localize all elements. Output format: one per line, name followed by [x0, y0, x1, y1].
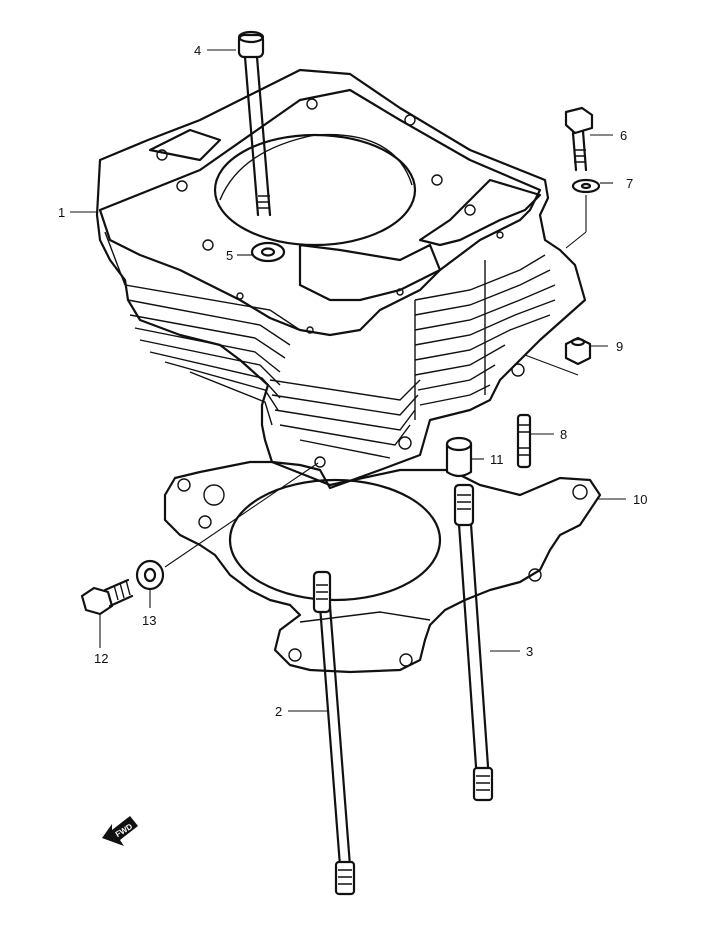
- callout-10: 10: [633, 492, 647, 507]
- nut-9: [564, 336, 592, 366]
- cylinder-base-gasket: [163, 460, 602, 674]
- cylinder-block: [95, 68, 587, 490]
- stud-bolt-3: [453, 483, 494, 802]
- callout-4: 4: [194, 43, 201, 58]
- washer-7: [571, 178, 601, 194]
- callout-8: 8: [560, 427, 567, 442]
- washer-5: [250, 241, 286, 263]
- callout-1: 1: [58, 205, 65, 220]
- forward-arrow-icon: FWD: [102, 816, 138, 846]
- stud-bolt-2: [312, 570, 356, 896]
- callout-11: 11: [490, 452, 504, 467]
- callout-9: 9: [616, 339, 623, 354]
- callout-6: 6: [620, 128, 627, 143]
- callout-2: 2: [275, 704, 282, 719]
- dowel-pin-11: [445, 436, 473, 478]
- stud-bolt-4: [237, 30, 272, 217]
- stud-bolt-8: [516, 413, 532, 469]
- leader-lines: [70, 49, 626, 712]
- callout-13: 13: [142, 613, 156, 628]
- callout-3: 3: [526, 644, 533, 659]
- callout-5: 5: [226, 248, 233, 263]
- callout-7: 7: [626, 176, 633, 191]
- bolt-12: [80, 578, 134, 616]
- washer-13: [135, 559, 165, 591]
- callout-12: 12: [94, 651, 108, 666]
- bolt-6: [564, 106, 594, 172]
